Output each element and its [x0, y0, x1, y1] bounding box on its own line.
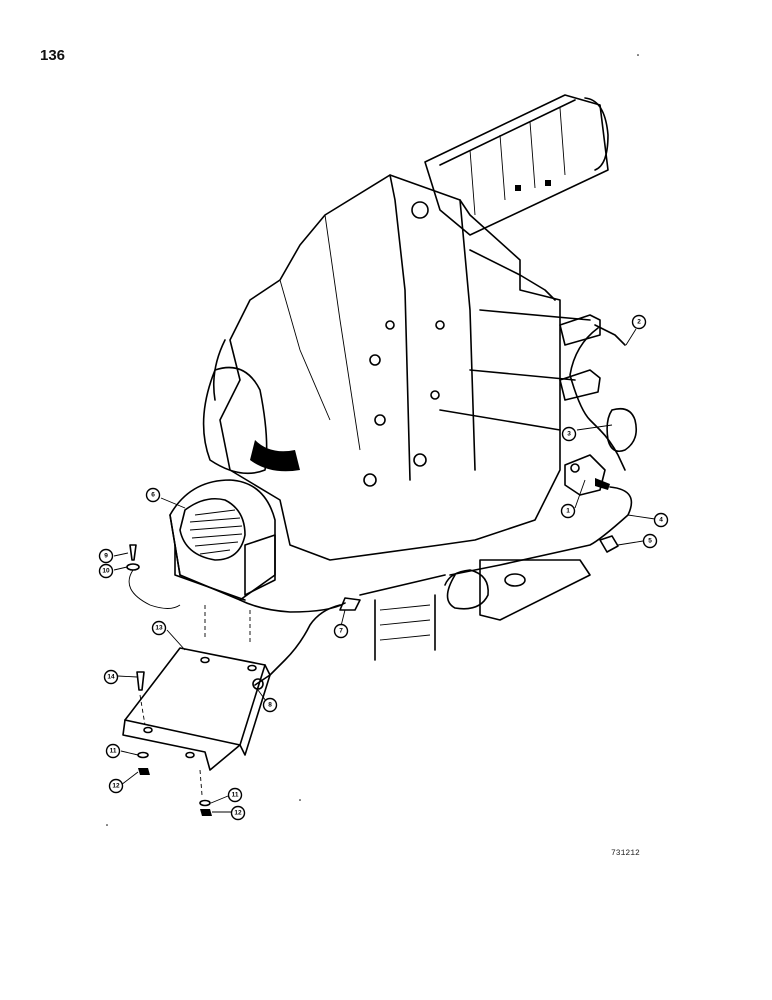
- callout-11-left: 11: [105, 743, 121, 759]
- mounting-bracket: [122, 605, 271, 796]
- callout-11-right: 11: [227, 787, 243, 803]
- pressure-switch: [564, 454, 610, 496]
- callout-3: 3: [561, 426, 577, 442]
- callout-10: 10: [98, 563, 114, 579]
- callout-12-left: 12: [108, 778, 124, 794]
- callout-12-right: 12: [230, 805, 246, 821]
- alarm-horn: [169, 479, 276, 601]
- callout-1: 1: [560, 503, 576, 519]
- callout-2: 2: [631, 314, 647, 330]
- callout-5-label: 5: [648, 538, 652, 545]
- transmission-housing: [202, 174, 601, 561]
- callout-2-label: 2: [637, 319, 641, 326]
- callout-13: 13: [151, 620, 167, 636]
- callout-12-right-label: 12: [234, 810, 242, 817]
- callout-3-label: 3: [567, 431, 571, 438]
- callout-1-label: 1: [566, 508, 570, 515]
- hardware: [126, 544, 212, 816]
- callout-9: 9: [98, 548, 114, 564]
- figure-reference-code: 731212: [611, 849, 640, 858]
- callout-8-label: 8: [268, 702, 272, 709]
- callout-4-label: 4: [659, 517, 663, 524]
- callout-5: 5: [642, 533, 658, 549]
- transmission-mount: [374, 559, 591, 661]
- callout-11-left-label: 11: [110, 748, 117, 755]
- callout-4: 4: [653, 512, 669, 528]
- wiring: [239, 324, 638, 690]
- callout-7-label: 7: [339, 628, 343, 635]
- callout-11-right-label: 11: [232, 792, 239, 799]
- callout-9-label: 9: [104, 553, 108, 560]
- hydraulic-pump: [424, 94, 609, 236]
- callout-6: 6: [145, 487, 161, 503]
- callout-12-left-label: 12: [112, 783, 120, 790]
- callout-13-label: 13: [155, 625, 163, 632]
- callout-8: 8: [262, 697, 278, 713]
- callout-7: 7: [333, 623, 349, 639]
- callout-14: 14: [103, 669, 119, 685]
- callout-14-label: 14: [107, 674, 115, 681]
- callout-10-label: 10: [102, 568, 110, 575]
- callout-6-label: 6: [151, 492, 155, 499]
- page-number: 136: [40, 47, 66, 64]
- leader-lines: [113, 328, 656, 813]
